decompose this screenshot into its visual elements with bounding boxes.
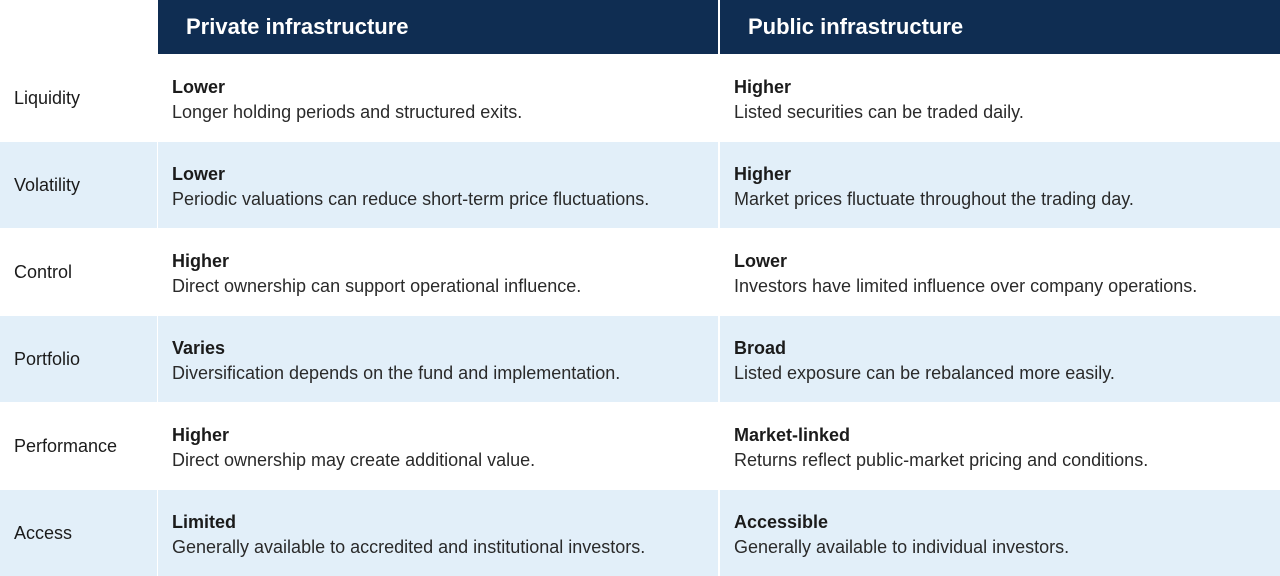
cell-public: Higher Market prices fluctuate throughou…: [720, 142, 1280, 228]
header-corner: [0, 0, 157, 54]
column-header-public: Public infrastructure: [720, 0, 1280, 54]
cell-title: Lower: [172, 77, 226, 97]
table-row: Performance Higher Direct ownership may …: [0, 403, 1280, 489]
cell-private: Higher Direct ownership can support oper…: [158, 229, 718, 315]
cell-description: Investors have limited influence over co…: [734, 276, 1198, 296]
cell-public: Higher Listed securities can be traded d…: [720, 55, 1280, 141]
cell-public: Broad Listed exposure can be rebalanced …: [720, 316, 1280, 402]
cell-title: Higher: [172, 425, 230, 445]
table-row: Control Higher Direct ownership can supp…: [0, 229, 1280, 315]
cell-private: Varies Diversification depends on the fu…: [158, 316, 718, 402]
cell-public: Market-linked Returns reflect public-mar…: [720, 403, 1280, 489]
cell-title: Higher: [172, 251, 230, 271]
table-header: Private infrastructure Public infrastruc…: [0, 0, 1280, 54]
row-label-liquidity: Liquidity: [0, 55, 157, 141]
cell-title: Accessible: [734, 512, 829, 532]
cell-title: Lower: [734, 251, 788, 271]
cell-title: Varies: [172, 338, 226, 358]
table-row: Portfolio Varies Diversification depends…: [0, 316, 1280, 402]
row-label-volatility: Volatility: [0, 142, 157, 228]
row-label-control: Control: [0, 229, 157, 315]
table-row: Access Limited Generally available to ac…: [0, 490, 1280, 576]
cell-description: Direct ownership can support operational…: [172, 276, 582, 296]
cell-public: Accessible Generally available to indivi…: [720, 490, 1280, 576]
table-row: Volatility Lower Periodic valuations can…: [0, 142, 1280, 228]
cell-title: Higher: [734, 77, 792, 97]
cell-description: Listed securities can be traded daily.: [734, 102, 1024, 122]
cell-title: Higher: [734, 164, 792, 184]
cell-private: Limited Generally available to accredite…: [158, 490, 718, 576]
cell-description: Direct ownership may create additional v…: [172, 450, 536, 470]
cell-title: Market-linked: [734, 425, 851, 445]
cell-description: Periodic valuations can reduce short-ter…: [172, 189, 650, 209]
cell-description: Diversification depends on the fund and …: [172, 363, 621, 383]
cell-description: Generally available to accredited and in…: [172, 537, 646, 557]
cell-private: Lower Periodic valuations can reduce sho…: [158, 142, 718, 228]
row-label-portfolio: Portfolio: [0, 316, 157, 402]
cell-title: Broad: [734, 338, 787, 358]
cell-private: Higher Direct ownership may create addit…: [158, 403, 718, 489]
row-label-access: Access: [0, 490, 157, 576]
cell-title: Lower: [172, 164, 226, 184]
cell-title: Limited: [172, 512, 237, 532]
column-header-private: Private infrastructure: [158, 0, 718, 54]
cell-public: Lower Investors have limited influence o…: [720, 229, 1280, 315]
cell-description: Longer holding periods and structured ex…: [172, 102, 523, 122]
cell-description: Listed exposure can be rebalanced more e…: [734, 363, 1115, 383]
cell-description: Returns reflect public-market pricing an…: [734, 450, 1149, 470]
table-row: Liquidity Lower Longer holding periods a…: [0, 55, 1280, 141]
cell-private: Lower Longer holding periods and structu…: [158, 55, 718, 141]
row-label-performance: Performance: [0, 403, 157, 489]
cell-description: Generally available to individual invest…: [734, 537, 1070, 557]
cell-description: Market prices fluctuate throughout the t…: [734, 189, 1134, 209]
